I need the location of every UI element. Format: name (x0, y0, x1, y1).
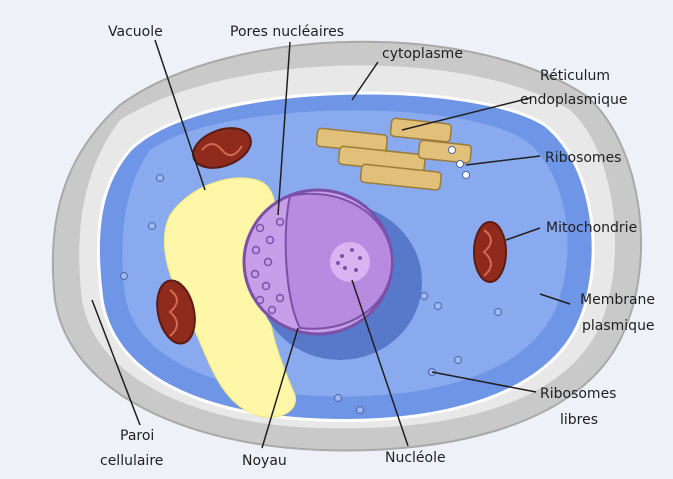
label-mitochondrie: Mitochondrie (546, 220, 637, 236)
label-ribosomes-libres-line1: Ribosomes (540, 386, 616, 402)
label-pores-nucleaires: Pores nucléaires (230, 24, 344, 40)
label-vacuole: Vacuole (108, 24, 163, 40)
label-reticulum-line1: Réticulum (540, 68, 610, 84)
label-nucleole: Nucléole (385, 450, 446, 466)
label-reticulum-line2: endoplasmique (520, 92, 628, 108)
label-noyau: Noyau (242, 453, 287, 469)
label-paroi-line1: Paroi (120, 428, 154, 444)
label-membrane-line2: plasmique (582, 318, 655, 334)
label-cytoplasme: cytoplasme (382, 46, 463, 62)
label-membrane-line1: Membrane (580, 292, 655, 308)
label-paroi-line2: cellulaire (100, 453, 163, 469)
label-ribosomes-libres-line2: libres (560, 412, 598, 428)
mitochondrion-right (474, 222, 506, 282)
label-ribosomes: Ribosomes (545, 150, 621, 166)
nucleolus (330, 242, 370, 282)
